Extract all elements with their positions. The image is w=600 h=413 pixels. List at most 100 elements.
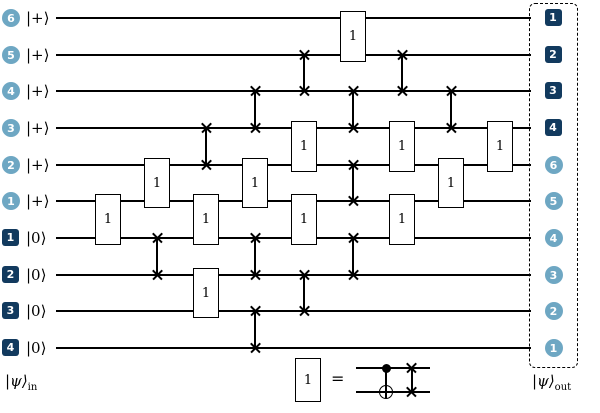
input-state-ket: |+⟩ <box>26 119 50 137</box>
swap-cross-icon <box>249 269 262 282</box>
input-state-ket: |0⟩ <box>26 302 47 320</box>
output-qubit-badge: 5 <box>544 192 563 210</box>
swap-cross-icon <box>445 122 458 135</box>
input-qubit-badge: 3 <box>2 119 20 137</box>
two-qubit-gate-box: 1 <box>144 158 170 208</box>
legend-gate-label: 1 <box>303 372 313 388</box>
swap-cross-icon <box>347 232 360 245</box>
swap-cross-icon <box>396 85 409 98</box>
input-state-ket: |+⟩ <box>26 46 50 64</box>
swap-connector-line <box>401 55 403 91</box>
legend-wire-bottom <box>356 391 430 393</box>
swap-connector-line <box>303 275 305 311</box>
swap-cross-icon <box>249 122 262 135</box>
output-qubit-badge: 2 <box>544 302 563 320</box>
two-qubit-gate-box: 1 <box>487 121 513 172</box>
swap-connector-line <box>156 238 158 275</box>
swap-cross-icon <box>151 232 164 245</box>
two-qubit-gate-box: 1 <box>193 194 219 245</box>
swap-cross-icon <box>396 49 409 62</box>
two-qubit-gate-box: 1 <box>95 194 121 245</box>
swap-cross-icon <box>249 305 262 318</box>
swap-cross-icon <box>200 159 213 172</box>
output-qubit-badge: 3 <box>544 82 562 99</box>
input-qubit-badge: 2 <box>2 156 20 174</box>
two-qubit-gate-box: 1 <box>389 121 415 172</box>
output-register-dashed-box <box>529 3 578 368</box>
legend-wire-top <box>356 367 430 369</box>
swap-cross-icon <box>347 122 360 135</box>
swap-cross-icon <box>298 269 311 282</box>
swap-cross-icon <box>200 122 213 135</box>
circuit-wire <box>56 17 531 19</box>
input-state-ket: |+⟩ <box>26 9 50 27</box>
two-qubit-gate-box: 1 <box>291 194 317 245</box>
legend-gate-box: 1 <box>295 358 321 402</box>
input-state-ket: |+⟩ <box>26 156 50 174</box>
swap-cross-icon <box>405 386 418 399</box>
psi-out-label: |ψ⟩out <box>532 372 571 393</box>
swap-connector-line <box>450 91 452 128</box>
input-state-ket: |0⟩ <box>26 339 47 357</box>
swap-connector-line <box>205 128 207 165</box>
circuit-wire <box>56 274 531 276</box>
output-qubit-badge: 3 <box>544 266 563 284</box>
output-qubit-badge: 4 <box>544 119 562 136</box>
input-qubit-badge: 1 <box>2 192 20 210</box>
swap-cross-icon <box>298 49 311 62</box>
input-qubit-badge: 4 <box>2 339 19 356</box>
cnot-connector-line <box>385 368 387 398</box>
swap-connector-line <box>352 238 354 275</box>
psi-in-ket: |ψ⟩ <box>5 372 28 390</box>
swap-cross-icon <box>347 159 360 172</box>
swap-connector-line <box>303 55 305 91</box>
circuit-wire <box>56 54 531 56</box>
legend-equals-sign: = <box>331 369 345 388</box>
input-state-ket: |+⟩ <box>26 82 50 100</box>
input-qubit-badge: 6 <box>2 9 20 27</box>
swap-cross-icon <box>249 85 262 98</box>
input-qubit-badge: 2 <box>2 266 19 283</box>
output-qubit-badge: 1 <box>544 9 562 26</box>
input-qubit-badge: 4 <box>2 82 20 100</box>
swap-connector-line <box>352 91 354 128</box>
psi-in-subscript: in <box>27 382 38 393</box>
swap-cross-icon <box>298 85 311 98</box>
output-qubit-badge: 4 <box>544 229 563 247</box>
output-qubit-badge: 6 <box>544 156 563 174</box>
input-state-ket: |+⟩ <box>26 192 50 210</box>
input-state-ket: |0⟩ <box>26 266 47 284</box>
swap-cross-icon <box>249 342 262 355</box>
swap-connector-line <box>254 238 256 275</box>
cnot-target-icon <box>379 385 393 399</box>
swap-cross-icon <box>249 232 262 245</box>
psi-out-ket: |ψ⟩ <box>532 372 555 390</box>
output-qubit-badge: 1 <box>544 339 563 357</box>
swap-connector-line <box>254 311 256 348</box>
swap-cross-icon <box>151 269 164 282</box>
cnot-control-dot-icon <box>381 363 391 373</box>
two-qubit-gate-box: 1 <box>193 268 219 318</box>
two-qubit-gate-box: 1 <box>438 158 464 208</box>
input-qubit-badge: 5 <box>2 46 20 64</box>
circuit-wire <box>56 310 531 312</box>
input-qubit-badge: 3 <box>2 302 19 319</box>
swap-cross-icon <box>347 195 360 208</box>
two-qubit-gate-box: 1 <box>242 158 268 208</box>
swap-cross-icon <box>405 362 418 375</box>
swap-cross-icon <box>347 269 360 282</box>
circuit-wire <box>56 347 531 349</box>
swap-cross-icon <box>347 85 360 98</box>
input-state-ket: |0⟩ <box>26 229 47 247</box>
psi-out-subscript: out <box>554 382 572 393</box>
output-qubit-badge: 2 <box>544 46 562 63</box>
two-qubit-gate-box: 1 <box>291 121 317 172</box>
two-qubit-gate-box: 1 <box>340 11 366 62</box>
legend-swap-connector-line <box>411 368 413 392</box>
swap-connector-line <box>352 165 354 201</box>
swap-cross-icon <box>298 305 311 318</box>
psi-in-label: |ψ⟩in <box>5 372 37 393</box>
input-qubit-badge: 1 <box>2 229 19 246</box>
two-qubit-gate-box: 1 <box>389 194 415 245</box>
